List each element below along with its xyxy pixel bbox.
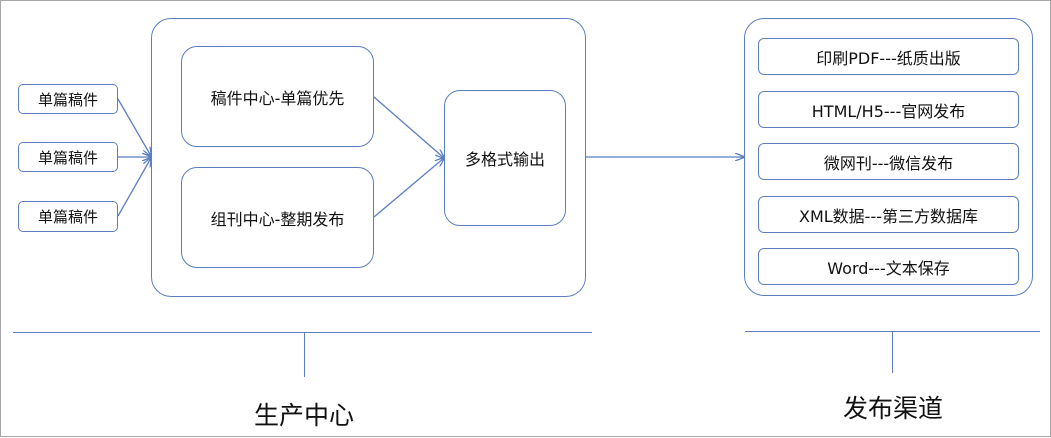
arrow-source3-to-production — [117, 158, 151, 217]
single-article-center: 稿件中心-单篇优先 — [181, 46, 374, 147]
production-bracket-tick — [304, 332, 305, 377]
production-bracket-line — [13, 332, 592, 333]
arrow-source1-to-production — [117, 98, 151, 156]
channel-word: Word---文本保存 — [758, 248, 1019, 285]
production-center-caption: 生产中心 — [253, 401, 354, 430]
issue-assembly-center: 组刊中心-整期发布 — [181, 167, 374, 268]
channel-html-h5: HTML/H5---官网发布 — [758, 91, 1019, 128]
channels-bracket-tick — [892, 331, 893, 373]
channel-xml: XML数据---第三方数据库 — [758, 196, 1019, 233]
source-item-2: 单篇稿件 — [18, 142, 118, 172]
multi-format-output: 多格式输出 — [444, 90, 566, 226]
channels-caption: 发布渠道 — [842, 394, 943, 423]
source-item-3: 单篇稿件 — [18, 201, 118, 232]
channel-wechat: 微网刊---微信发布 — [758, 143, 1019, 180]
channel-print-pdf: 印刷PDF---纸质出版 — [758, 38, 1019, 75]
source-item-1: 单篇稿件 — [18, 84, 118, 114]
